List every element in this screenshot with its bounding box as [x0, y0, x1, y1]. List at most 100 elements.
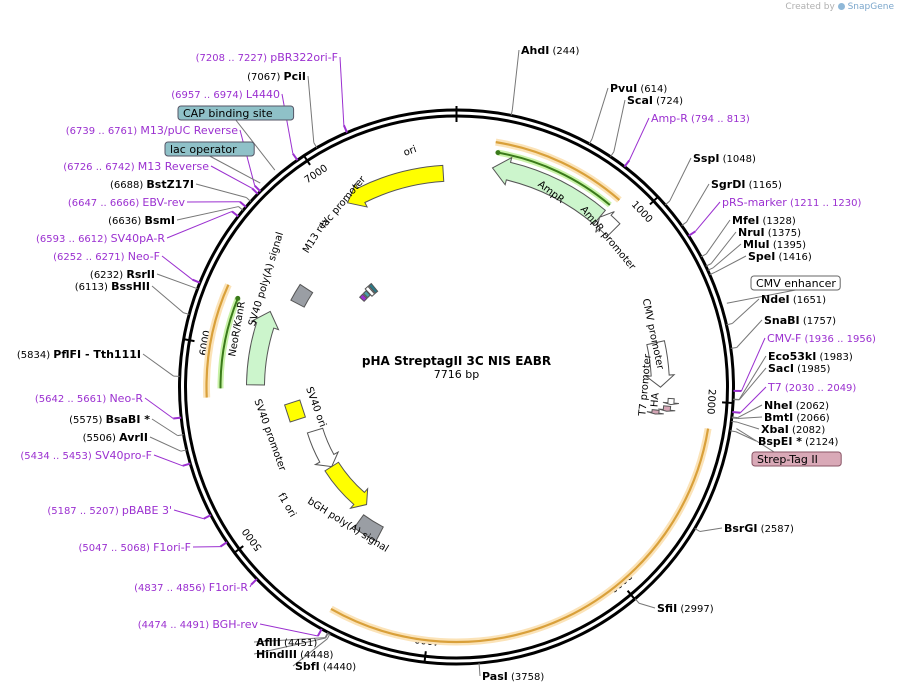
leader-snabi — [736, 319, 763, 348]
feature-m13-rev — [358, 293, 368, 303]
label-sv40-promoter: SV40 promoter — [251, 398, 287, 474]
label-cmv-enhancer-box — [750, 275, 841, 291]
label-cmv-enhancer-leader — [726, 289, 796, 304]
leader-pcii — [307, 75, 315, 143]
label-ori: ori — [402, 144, 418, 159]
primer-neo-r: (5642 .. 5661) Neo-R — [35, 392, 144, 405]
leader-amp-r — [628, 117, 650, 161]
orf-neor-green-end — [235, 295, 241, 301]
leader-tip-sfii — [634, 598, 640, 604]
site-pasi: PasI (3758) — [482, 670, 544, 683]
leader-tip-t7 — [732, 411, 741, 414]
label-f1-ori: f1 ori — [275, 491, 298, 519]
label-strep-tag: Strep-Tag II — [757, 453, 818, 466]
leader-pflfi-tth111i — [142, 353, 174, 377]
feature-ampr-promoter — [595, 211, 621, 238]
leader-tip-mfei — [700, 253, 707, 258]
site-mfei: MfeI (1328) — [732, 214, 796, 227]
leader-mlui — [712, 243, 742, 269]
feature-f1-ori — [324, 461, 369, 510]
leader-bsabi — [151, 418, 178, 437]
leader-tip-bspei — [729, 430, 737, 433]
site-pcii: (7067) PciI — [247, 70, 306, 83]
primer-f1ori-f: (5047 .. 5068) F1ori-F — [78, 541, 191, 554]
leader-tip-sspi — [664, 200, 671, 206]
site-bspei: BspEI * (2124) — [758, 435, 839, 448]
leader-tip-nrui — [705, 263, 712, 267]
leader-pbr322ori-f — [339, 56, 345, 126]
primer-m13-puc-reverse: (6739 .. 6761) M13/pUC Reverse — [66, 124, 238, 137]
credit-text: Created by — [785, 2, 835, 12]
site-mlui: MluI (1395) — [743, 238, 806, 251]
leader-bmti — [737, 416, 763, 420]
leader-tip-sv40pro-f — [182, 462, 191, 467]
site-saci: SacI (1985) — [768, 362, 830, 375]
leader-tip-xbai — [731, 420, 738, 423]
leader-spei — [714, 255, 747, 273]
site-sspi: SspI (1048) — [693, 152, 756, 165]
leader-sbfi — [292, 638, 328, 667]
primer-prs-marker: pRS-marker (1211 .. 1230) — [722, 196, 862, 209]
tick-label-7000: 7000 — [303, 163, 330, 186]
site-sfii: SfiI (2997) — [657, 602, 714, 615]
leader-bsrgi — [699, 527, 723, 532]
feature-sv40-ori — [283, 399, 307, 423]
leader-tip-bmti — [731, 417, 738, 420]
site-pvui: PvuI (614) — [610, 82, 667, 95]
leader-tip-m13-puc-reverse — [254, 185, 262, 193]
leader-avrii — [149, 436, 182, 452]
label-cap-binding-site-box — [177, 105, 295, 121]
leader-tip-bsmi — [238, 206, 244, 211]
leader-prs-marker — [694, 201, 721, 232]
leader-sv40pro-f — [153, 454, 183, 467]
leader-tip-bstz17i — [245, 197, 252, 202]
leader-l4440 — [281, 93, 294, 154]
label-strep-tag-box — [751, 451, 842, 467]
feature-ampr — [491, 156, 607, 225]
leader-tip-sgrdi — [681, 221, 687, 226]
snapgene-logo-icon — [837, 3, 845, 10]
primer-t7: T7 (2030 .. 2049) — [767, 381, 856, 394]
leader-sv40pa-r — [166, 210, 233, 239]
leader-bsshii — [151, 285, 184, 314]
site-hindiii: HindIII (4448) — [256, 648, 333, 661]
label-sv40-ori: SV40 ori — [303, 386, 328, 429]
leader-ahdi — [511, 49, 520, 110]
leader-neo-f — [161, 255, 193, 281]
leader-tip-sbfi — [326, 633, 331, 640]
leader-m13-puc-reverse — [239, 129, 256, 186]
primer-ebv-rev: (6647 .. 6666) EBV-rev — [68, 196, 186, 209]
site-bsrgi: BsrGI (2587) — [724, 522, 794, 535]
leader-tip-m13-reverse — [251, 187, 259, 195]
orf-ampr — [495, 141, 621, 201]
orf-ampr-green — [497, 151, 611, 206]
leader-nhei — [737, 404, 763, 419]
plasmid-length: 7716 bp — [434, 368, 479, 381]
primer-sv40pa-r: (6593 .. 6612) SV40pA-R — [36, 232, 165, 245]
feature-ha — [658, 405, 676, 412]
leader-sfii — [638, 602, 656, 609]
leader-tip-pvui — [588, 138, 593, 145]
leader-bgh-rev — [259, 623, 318, 637]
leader-hindiii — [253, 637, 326, 655]
leader-ndei — [731, 298, 760, 324]
tick-label-2000: 2000 — [704, 389, 716, 415]
site-aflii: AflII (4451) — [256, 636, 317, 649]
leader-sgrdi — [686, 183, 710, 223]
tick-5000 — [233, 545, 244, 555]
leader-tip-pbr322ori-f — [342, 124, 348, 133]
label-cap-binding-site: CAP binding site — [183, 107, 273, 120]
tick-1000 — [649, 195, 660, 206]
plasmid-title: pHA StreptagII 3C NIS EABR — [362, 354, 551, 368]
leader-tip-sv40pa-r — [231, 210, 239, 218]
tick-4000 — [423, 651, 427, 664]
leader-tip-bsabi — [177, 434, 184, 437]
site-xbai: XbaI (2082) — [761, 423, 825, 436]
leader-eco53ki — [738, 355, 767, 400]
site-spei: SpeI (1416) — [748, 250, 812, 263]
leader-tip-hindiii — [325, 632, 329, 639]
leader-aflii — [253, 637, 326, 643]
site-nhei: NheI (2062) — [764, 399, 829, 412]
feature-bgh-polya — [353, 514, 384, 542]
